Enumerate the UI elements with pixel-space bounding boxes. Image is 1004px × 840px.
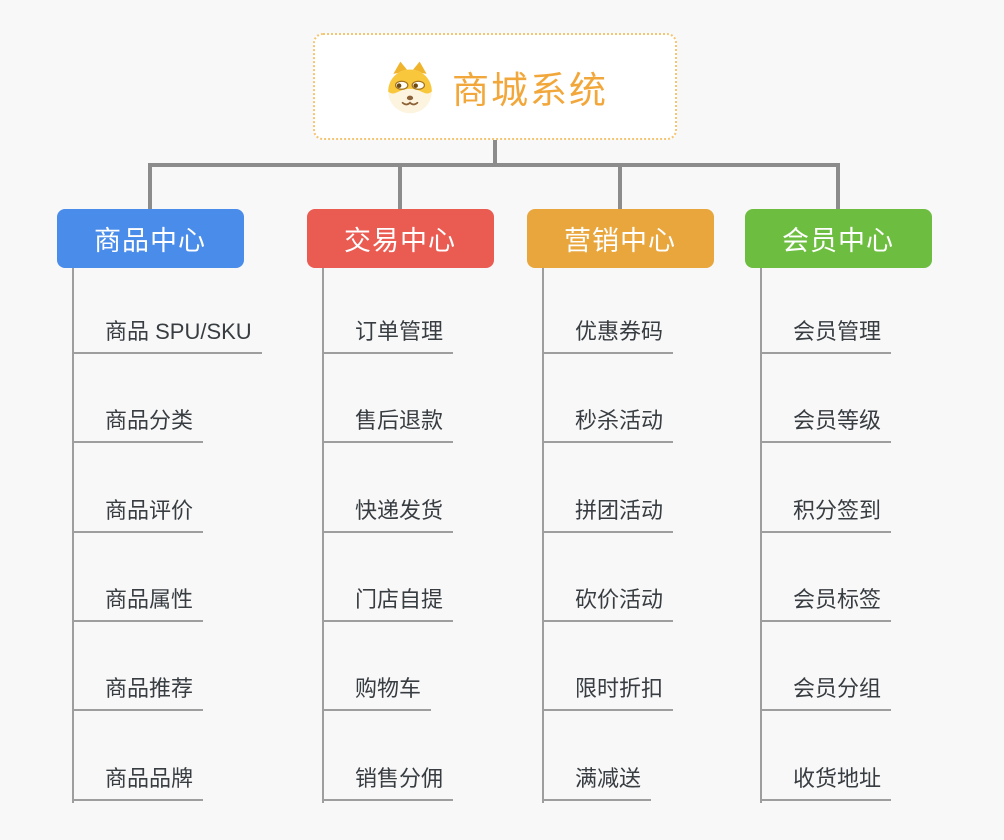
leaf-item[interactable]: 售后退款 [322,403,454,444]
leaf-label: 满减送 [575,765,642,791]
leaf-item[interactable]: 满减送 [542,761,652,801]
branch-label: 交易中心 [344,226,456,256]
leaf-item[interactable]: 收货地址 [760,761,892,801]
leaf-item[interactable]: 商品评价 [72,493,204,533]
leaf-label: 门店自提 [355,586,444,612]
leaf-item[interactable]: 商品推荐 [72,671,204,712]
leaf-label: 收货地址 [793,765,882,791]
leaf-label: 商品品牌 [105,765,194,791]
leaf-label: 会员管理 [793,319,882,344]
leaf-item[interactable]: 商品 SPU/SKU [72,314,262,354]
leaf-item[interactable]: 订单管理 [322,314,454,354]
leaf-label: 快递发货 [355,497,444,523]
leaf-item[interactable]: 购物车 [322,671,432,712]
leaf-item[interactable]: 会员标签 [760,582,892,622]
leaf-item[interactable]: 秒杀活动 [542,403,674,444]
leaf-label: 商品推荐 [105,676,194,702]
branch-connector-bar [148,163,840,167]
leaf-item[interactable]: 会员管理 [760,314,892,354]
leaf-label: 购物车 [355,676,422,702]
branch-node[interactable]: 交易中心 [306,209,494,268]
leaf-label: 商品分类 [105,408,194,434]
leaf-label: 限时折扣 [575,676,664,702]
branch-label: 会员中心 [782,226,894,256]
leaf-label: 会员标签 [793,586,882,612]
column-spine [322,268,324,803]
leaf-item[interactable]: 商品品牌 [72,761,204,801]
leaf-label: 秒杀活动 [575,408,664,434]
leaf-label: 优惠券码 [575,319,664,344]
column-spine [72,268,74,803]
leaf-label: 售后退款 [355,408,444,434]
leaf-item[interactable]: 快递发货 [322,493,454,533]
leaf-item[interactable]: 拼团活动 [542,493,674,533]
column-spine [760,268,762,803]
leaf-item[interactable]: 门店自提 [322,582,454,622]
leaf-label: 订单管理 [355,319,444,344]
branch-drop-line [148,163,152,209]
leaf-label: 会员等级 [793,408,882,434]
branch-label: 营销中心 [564,226,676,256]
leaf-label: 商品 SPU/SKU [105,319,252,344]
leaf-label: 商品评价 [105,497,194,523]
leaf-item[interactable]: 优惠券码 [542,314,674,354]
column-spine [542,268,544,803]
leaf-label: 商品属性 [105,586,194,612]
leaf-item[interactable]: 积分签到 [760,493,892,533]
root-connector-stub [493,140,497,167]
leaf-item[interactable]: 销售分佣 [322,761,454,801]
leaf-item[interactable]: 会员分组 [760,671,892,712]
branch-label: 商品中心 [94,226,206,256]
leaf-label: 销售分佣 [355,765,444,791]
leaf-label: 积分签到 [793,497,882,523]
leaf-item[interactable]: 商品分类 [72,403,204,444]
branch-drop-line [836,163,840,209]
branch-node[interactable]: 会员中心 [744,209,932,268]
leaf-label: 砍价活动 [575,586,664,612]
leaf-item[interactable]: 会员等级 [760,403,892,444]
branch-drop-line [398,163,402,209]
leaf-item[interactable]: 限时折扣 [542,671,674,712]
root-node[interactable]: 商城系统 [313,33,677,140]
branch-node[interactable]: 商品中心 [56,209,244,268]
root-title: 商城系统 [452,69,608,111]
leaf-item[interactable]: 砍价活动 [542,582,674,622]
leaf-item[interactable]: 商品属性 [72,582,204,622]
branch-drop-line [618,163,622,209]
leaf-label: 拼团活动 [575,497,664,523]
leaf-label: 会员分组 [793,676,882,702]
dog-icon [382,59,438,115]
branch-node[interactable]: 营销中心 [526,209,714,268]
